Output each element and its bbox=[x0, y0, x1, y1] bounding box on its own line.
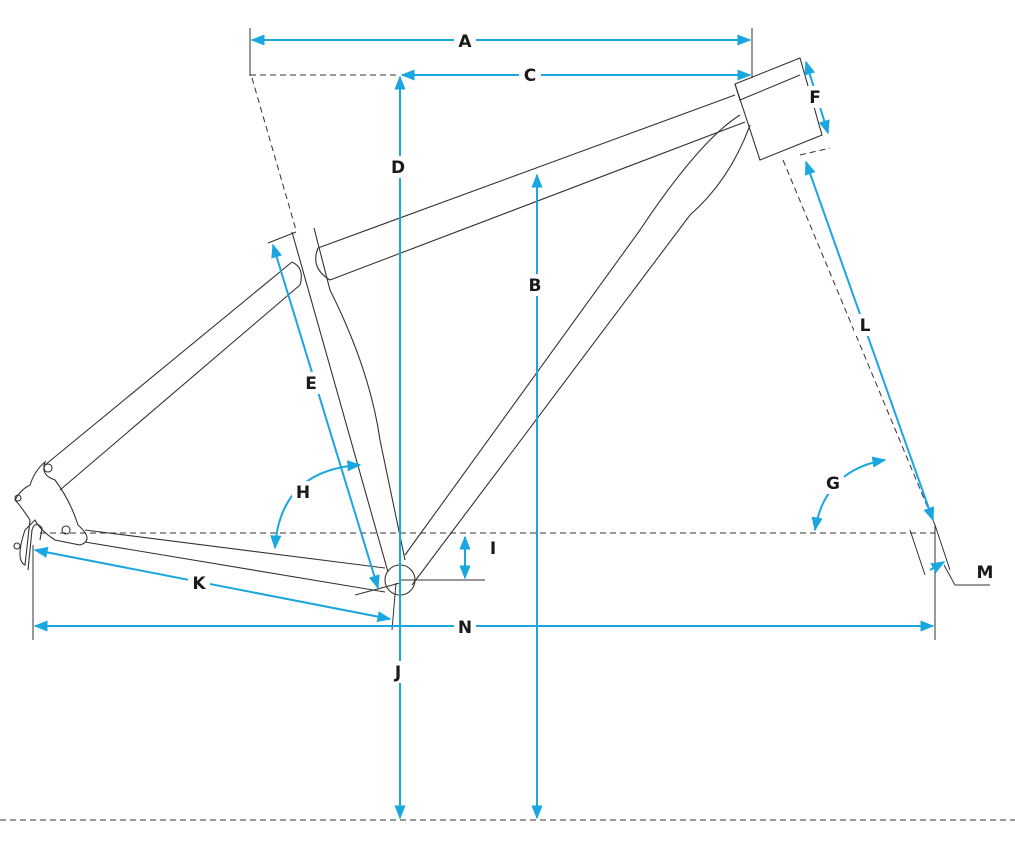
label-k: K bbox=[192, 574, 206, 594]
label-c: C bbox=[524, 66, 536, 86]
label-g: G bbox=[826, 474, 840, 494]
down-tube bbox=[404, 114, 741, 556]
top-tube bbox=[317, 94, 736, 249]
head-tube-bottom-line bbox=[799, 147, 831, 156]
dim-e-arrow bbox=[271, 243, 380, 590]
dimension-arrows bbox=[33, 34, 990, 820]
dim-h-arc bbox=[270, 460, 362, 550]
bike-frame bbox=[13, 57, 823, 596]
label-i: I bbox=[490, 539, 496, 559]
label-e: E bbox=[305, 374, 317, 394]
label-b: B bbox=[529, 276, 542, 296]
seat-tube bbox=[291, 231, 389, 573]
label-h: H bbox=[296, 483, 310, 503]
label-a: A bbox=[458, 32, 472, 52]
rear-dropout bbox=[14, 460, 88, 566]
fork-axis-line bbox=[782, 159, 936, 526]
label-f: F bbox=[809, 88, 821, 108]
label-d: D bbox=[391, 158, 405, 178]
reference-lines bbox=[0, 28, 1015, 821]
label-n: N bbox=[458, 618, 472, 638]
label-m: M bbox=[977, 563, 994, 583]
seat-tube-extension bbox=[251, 77, 297, 231]
label-j: J bbox=[394, 663, 401, 683]
dimension-labels: A C D B E F L G H I K N J M bbox=[188, 30, 993, 683]
seat-stay bbox=[44, 261, 293, 466]
label-l: L bbox=[860, 316, 871, 336]
dim-k-arrow bbox=[33, 546, 392, 623]
head-tube bbox=[734, 57, 823, 161]
dim-l-arrow bbox=[804, 160, 935, 522]
dim-m-arrow bbox=[929, 561, 946, 574]
dim-g-arc bbox=[811, 456, 887, 532]
